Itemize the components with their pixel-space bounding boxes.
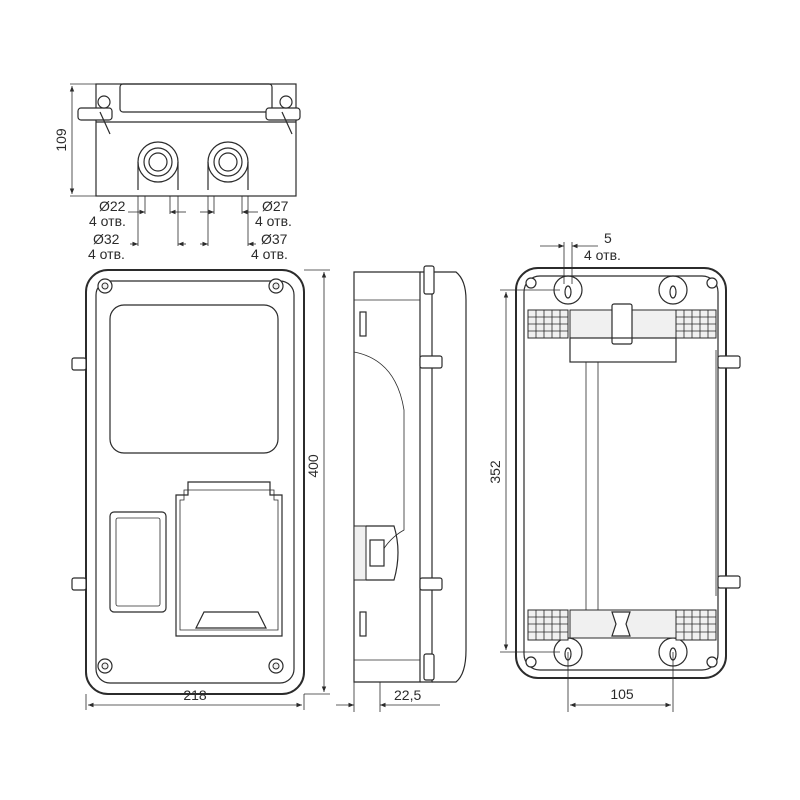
cable-gland-right: [207, 141, 249, 190]
hole-dimensions: Ø22 4 отв. Ø27 4 отв. Ø32 4 отв. Ø37 4 о…: [88, 196, 292, 262]
front-view: 218 400: [71, 269, 330, 710]
dim-hole-d27-count: 4 отв.: [255, 213, 292, 229]
dim-mount-hole: 5: [604, 230, 612, 246]
small-recess: [109, 511, 167, 613]
rib-grid-top: [527, 309, 717, 339]
dim-hole-d37: Ø37: [261, 231, 288, 247]
vertical-rail: [585, 361, 599, 613]
mount-hole-top-right: [658, 275, 688, 305]
meter-window: [109, 304, 279, 454]
dim-mount-hole-count: 4 отв.: [584, 247, 621, 263]
dim-side-depth: 22,5: [394, 687, 421, 703]
breaker-cutout: [175, 481, 283, 637]
dim-hole-d22: Ø22: [99, 198, 126, 214]
back-view: 5 4 отв. 352 105: [487, 230, 741, 712]
top-view: 109: [53, 83, 301, 197]
dim-mount-width: 105: [610, 686, 634, 702]
dim-front-height: 400: [305, 454, 321, 478]
side-view: 22,5: [336, 265, 467, 712]
dim-hole-d37-count: 4 отв.: [251, 246, 288, 262]
dim-hole-d22-count: 4 отв.: [89, 213, 126, 229]
din-rail-detail: [353, 525, 399, 581]
cable-gland-left: [137, 141, 179, 190]
dim-front-width: 218: [183, 687, 207, 703]
dim-hole-d27: Ø27: [262, 198, 289, 214]
dim-hole-d32: Ø32: [93, 231, 120, 247]
dim-hole-d32-count: 4 отв.: [88, 246, 125, 262]
rib-grid-bottom: [527, 609, 717, 641]
dim-top-height: 109: [53, 128, 69, 152]
dim-mount-height: 352: [487, 460, 503, 484]
